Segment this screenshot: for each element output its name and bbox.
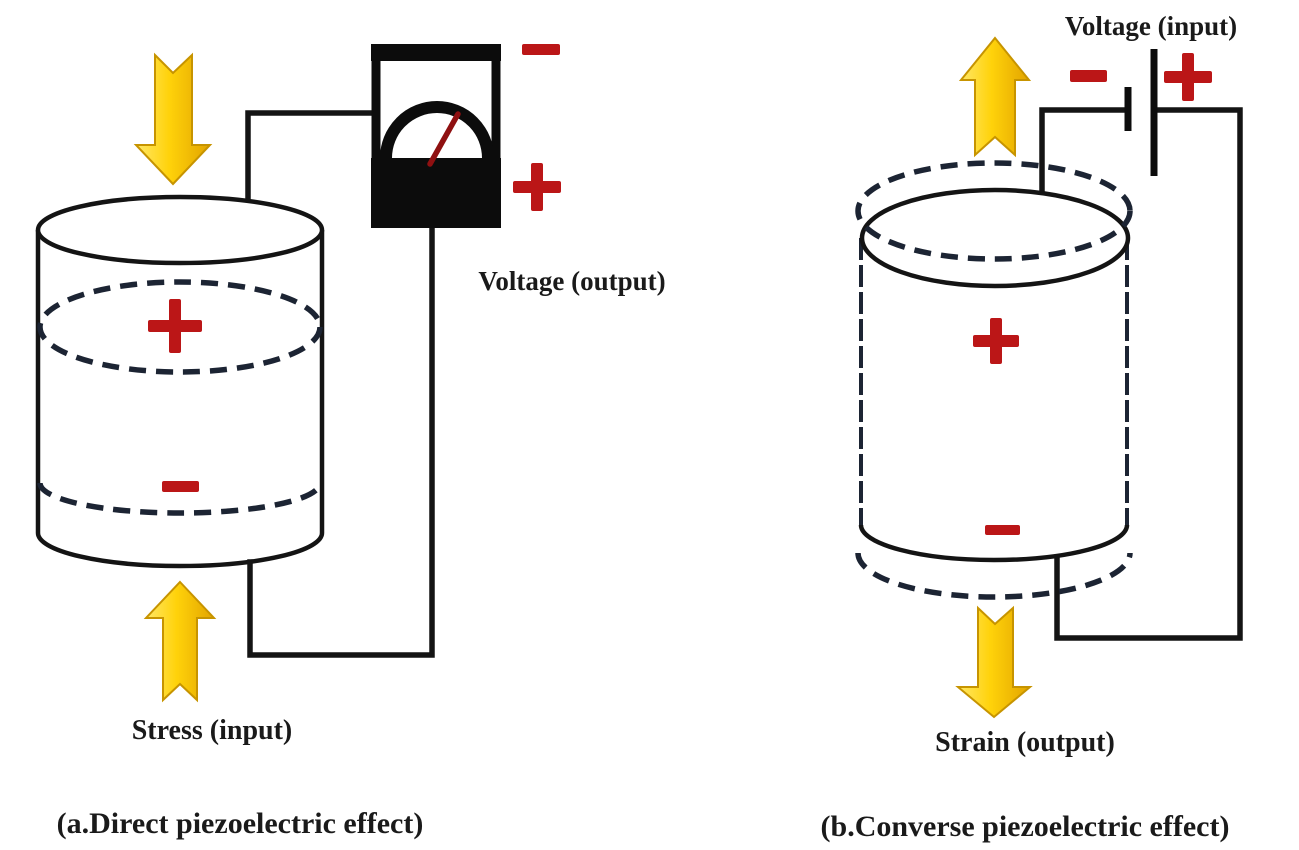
wire-battery-positive-to-crystal bbox=[1054, 107, 1243, 641]
strain-up-arrow-icon bbox=[958, 36, 1032, 158]
meter-lower-block bbox=[371, 158, 501, 228]
stress-input-label: Stress (input) bbox=[132, 715, 293, 746]
strained-dashed-arc-bottom-b bbox=[855, 552, 1133, 600]
polarization-dashed-ellipse-top-a bbox=[37, 279, 323, 375]
cylinder-b-bottom-arc bbox=[858, 524, 1130, 563]
meter-terminal-positive-symbol bbox=[513, 163, 561, 211]
cylinder-a-top-ellipse bbox=[35, 194, 325, 266]
negative-charge-symbol-b bbox=[985, 525, 1020, 535]
cylinder-a-bottom-arc bbox=[35, 532, 325, 569]
piezo-crystal-cylinder-a bbox=[35, 194, 325, 569]
meter-terminal-negative-symbol bbox=[522, 44, 560, 55]
meter-top-cap bbox=[371, 44, 501, 61]
battery-terminal-positive-symbol bbox=[1164, 53, 1212, 101]
voltage-input-label: Voltage (input) bbox=[1065, 11, 1237, 41]
positive-charge-symbol-a bbox=[148, 299, 202, 353]
panel-a: Voltage (output) Stress (input) (a.Direc… bbox=[35, 44, 666, 840]
wire-crystal-to-meter-bottom bbox=[247, 225, 435, 658]
wire-crystal-to-meter-top bbox=[245, 110, 375, 204]
piezo-crystal-cylinder-b bbox=[855, 160, 1133, 600]
strained-dashed-ellipse-top-b bbox=[855, 160, 1133, 262]
stress-up-arrow-icon bbox=[143, 580, 217, 703]
polarization-dashed-arc-bottom-a bbox=[37, 482, 323, 516]
caption-panel-a: (a.Direct piezoelectric effect) bbox=[57, 807, 424, 840]
positive-charge-symbol-b bbox=[973, 318, 1019, 364]
cylinder-b-top-ellipse bbox=[859, 187, 1131, 289]
voltage-output-label: Voltage (output) bbox=[478, 266, 665, 296]
negative-charge-symbol-a bbox=[162, 481, 199, 492]
strain-down-arrow-icon bbox=[955, 605, 1033, 719]
battery-icon bbox=[1124, 49, 1158, 176]
strain-output-label: Strain (output) bbox=[935, 727, 1115, 758]
voltmeter-icon bbox=[371, 44, 501, 228]
caption-panel-b: (b.Converse piezoelectric effect) bbox=[821, 810, 1230, 843]
meter-needle bbox=[427, 111, 461, 167]
stress-down-arrow-icon bbox=[133, 52, 213, 186]
meter-dial-arc bbox=[380, 101, 494, 159]
wire-battery-negative-to-crystal bbox=[1039, 107, 1128, 199]
battery-terminal-negative-symbol bbox=[1070, 70, 1107, 82]
panel-b: Voltage (input) Strain (output) (b.Conve… bbox=[821, 11, 1243, 843]
